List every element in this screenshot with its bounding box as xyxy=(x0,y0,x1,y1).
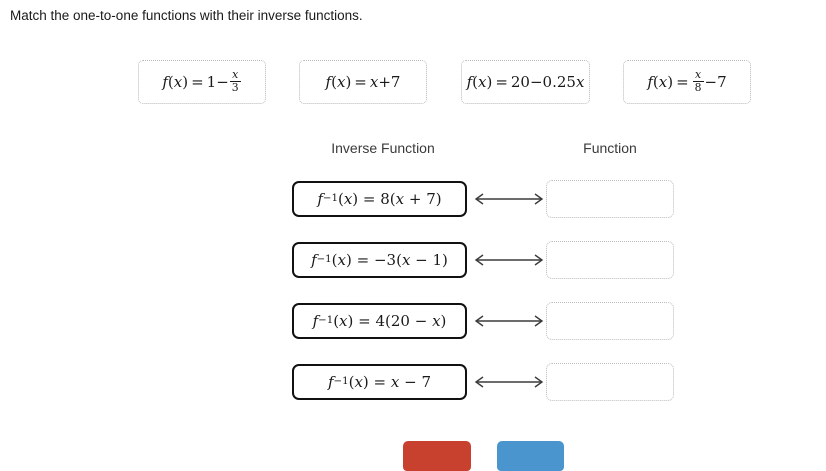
dropzone-1[interactable] xyxy=(546,180,674,218)
inverse-function-box-1: f−1(x) = 8(x + 7) xyxy=(292,181,467,217)
column-heading-inverse-function: Inverse Function xyxy=(331,140,435,156)
function-card-2[interactable]: f(x) = x+7 xyxy=(299,60,427,104)
double-headed-arrow-icon xyxy=(471,180,547,218)
inverse-function-2-expression: f−1(x) = −3(x − 1) xyxy=(311,251,448,269)
inverse-function-4-expression: f−1(x) = x − 7 xyxy=(327,373,431,391)
column-heading-function: Function xyxy=(583,140,637,156)
match-row: f−1(x) = 4(20 − x) xyxy=(0,302,826,340)
inverse-function-box-3: f−1(x) = 4(20 − x) xyxy=(292,303,467,339)
match-row: f−1(x) = −3(x − 1) xyxy=(0,241,826,279)
inverse-function-3-expression: f−1(x) = 4(20 − x) xyxy=(312,312,447,330)
dropzone-4[interactable] xyxy=(546,363,674,401)
double-headed-arrow-icon xyxy=(471,241,547,279)
match-row: f−1(x) = x − 7 xyxy=(0,363,826,401)
double-headed-arrow-icon xyxy=(471,302,547,340)
dropzone-3[interactable] xyxy=(546,302,674,340)
page-title: Match the one-to-one functions with thei… xyxy=(10,8,363,23)
double-headed-arrow-icon xyxy=(471,363,547,401)
inverse-function-1-expression: f−1(x) = 8(x + 7) xyxy=(317,190,442,208)
submit-button[interactable] xyxy=(497,441,564,471)
reset-button[interactable] xyxy=(403,441,471,471)
inverse-function-box-4: f−1(x) = x − 7 xyxy=(292,364,467,400)
function-card-2-expression: f(x) = x+7 xyxy=(325,73,401,91)
dropzone-2[interactable] xyxy=(546,241,674,279)
inverse-function-box-2: f−1(x) = −3(x − 1) xyxy=(292,242,467,278)
match-row: f−1(x) = 8(x + 7) xyxy=(0,180,826,218)
